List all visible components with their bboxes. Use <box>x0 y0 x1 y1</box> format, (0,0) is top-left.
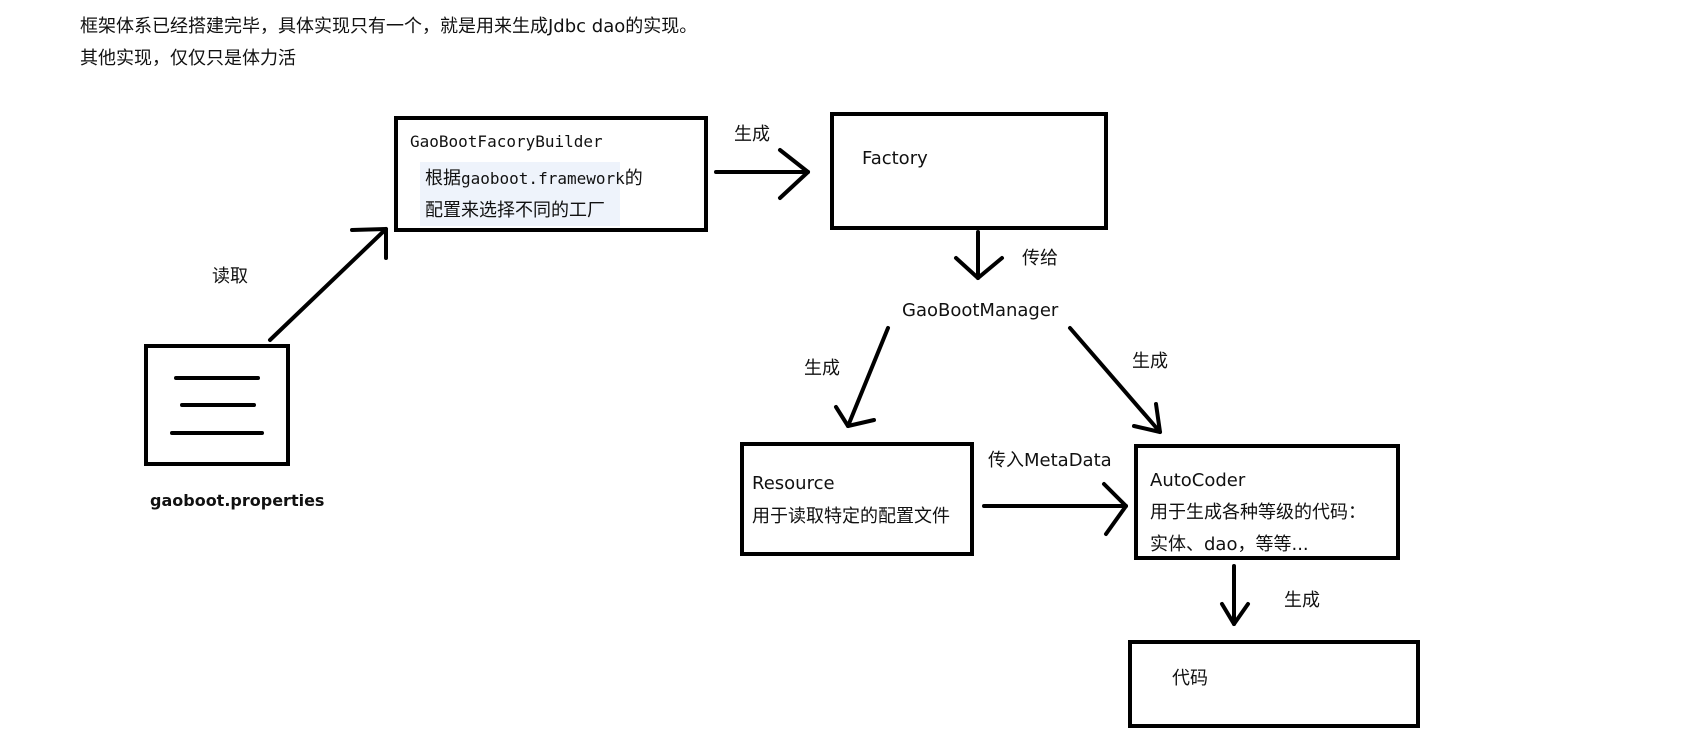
edge-autocoder-to-code-label: 生成 <box>1284 590 1320 611</box>
intro-line-2: 其他实现，仅仅只是体力活 <box>80 48 296 69</box>
autocoder-box <box>1134 444 1400 560</box>
builder-box <box>394 116 708 232</box>
builder-desc-highlight <box>420 162 620 226</box>
resource-desc: 用于读取特定的配置文件 <box>752 506 950 527</box>
autocoder-desc-line-2: 实体、dao，等等... <box>1150 534 1309 555</box>
edge-manager-to-resource: 生成 <box>804 326 890 428</box>
edge-resource-to-autocoder: 传入MetaData <box>982 450 1128 536</box>
builder-desc-line-1: 根据gaoboot.framework的 <box>425 168 643 189</box>
edge-read: 读取 <box>212 227 388 342</box>
edge-builder-to-factory: 生成 <box>714 124 810 200</box>
manager-title: GaoBootManager <box>902 300 1059 321</box>
resource-node: Resource 用于读取特定的配置文件 <box>740 442 974 556</box>
edge-manager-to-autocoder: 生成 <box>1068 326 1168 434</box>
edge-factory-to-manager-label: 传给 <box>1022 248 1058 269</box>
properties-file-box <box>144 344 290 466</box>
edge-autocoder-to-code: 生成 <box>1220 564 1320 626</box>
factory-title: Factory <box>862 148 928 169</box>
builder-desc-line-2: 配置来选择不同的工厂 <box>425 200 605 221</box>
intro-line-1: 框架体系已经搭建完毕，具体实现只有一个，就是用来生成Jdbc dao的实现。 <box>80 16 698 37</box>
code-title: 代码 <box>1172 668 1208 689</box>
factory-box <box>830 112 1108 230</box>
builder-desc-suffix: 的 <box>625 168 643 189</box>
code-box <box>1128 640 1420 728</box>
edge-factory-to-manager: 传给 <box>954 230 1058 280</box>
edge-manager-to-autocoder-label: 生成 <box>1132 351 1168 372</box>
autocoder-title: AutoCoder <box>1150 470 1246 491</box>
resource-box <box>740 442 974 556</box>
factory-node: Factory <box>830 112 1108 230</box>
builder-title: GaoBootFacoryBuilder <box>410 132 603 151</box>
builder-node: GaoBootFacoryBuilder 根据gaoboot.framework… <box>394 116 708 232</box>
edge-builder-to-factory-label: 生成 <box>734 124 770 145</box>
document-lines-icon <box>170 376 264 435</box>
edge-manager-to-resource-label: 生成 <box>804 358 840 379</box>
properties-file-node: gaoboot.properties <box>144 344 324 510</box>
resource-title: Resource <box>752 473 835 494</box>
autocoder-desc-line-1: 用于生成各种等级的代码： <box>1150 502 1366 523</box>
edge-resource-to-autocoder-label: 传入MetaData <box>988 450 1112 471</box>
edge-read-label: 读取 <box>212 266 248 287</box>
properties-file-label: gaoboot.properties <box>150 491 324 510</box>
builder-desc-code: gaoboot.framework <box>461 169 625 188</box>
code-node: 代码 <box>1128 640 1420 728</box>
autocoder-node: AutoCoder 用于生成各种等级的代码： 实体、dao，等等... <box>1134 444 1400 560</box>
builder-desc-prefix: 根据 <box>425 168 461 189</box>
